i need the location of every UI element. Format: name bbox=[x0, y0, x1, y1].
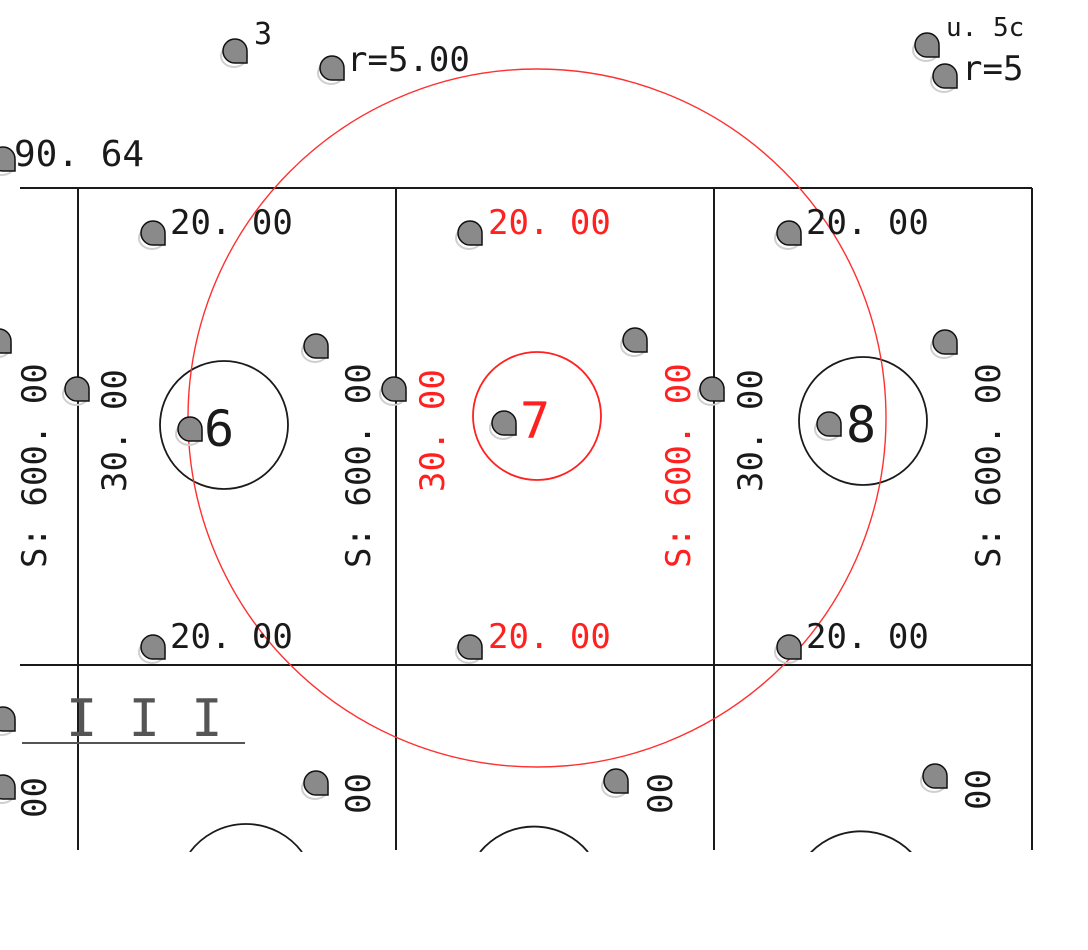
lower-dim-1: 00 bbox=[339, 773, 379, 814]
grid-lines bbox=[20, 187, 1033, 850]
grip-handle-icon[interactable] bbox=[489, 410, 517, 440]
cell-6-top-dim: 20. 00 bbox=[170, 203, 293, 243]
grip-handle-icon[interactable] bbox=[0, 146, 16, 176]
grip-handle-icon[interactable] bbox=[930, 329, 958, 359]
lower-dim-2: 00 bbox=[641, 773, 681, 814]
lower-circle-1 bbox=[189, 823, 303, 853]
cell-7-top-dim: 20. 00 bbox=[488, 203, 611, 243]
top-partial-label-right: u. 5c bbox=[946, 13, 1024, 43]
grip-handle-icon[interactable] bbox=[62, 376, 90, 406]
cell-6-area-dim: S: 600. 00 bbox=[339, 363, 379, 568]
left-edge-area-dim: S: 600. 00 bbox=[15, 363, 55, 568]
cell-8-bottom-dim: 20. 00 bbox=[806, 617, 929, 657]
right-blank-area bbox=[1034, 0, 1088, 852]
grip-handle-icon[interactable] bbox=[138, 634, 166, 664]
grip-handle-icon[interactable] bbox=[814, 411, 842, 441]
cell-6-width-dim: 30. 00 bbox=[95, 369, 135, 492]
cell-7-bottom-dim: 20. 00 bbox=[488, 617, 611, 657]
grip-handle-icon[interactable] bbox=[455, 634, 483, 664]
grip-handle-icon[interactable] bbox=[175, 416, 203, 446]
grip-handle-icon[interactable] bbox=[301, 333, 329, 363]
top-radius-label: r=5.00 bbox=[347, 40, 470, 80]
cell-8-area-dim: S: 600. 00 bbox=[969, 363, 1009, 568]
section-label: I I I bbox=[66, 689, 223, 749]
grip-handle-icon[interactable] bbox=[0, 706, 16, 736]
cell-6-bottom-dim: 20. 00 bbox=[170, 617, 293, 657]
grip-handle-icon[interactable] bbox=[920, 763, 948, 793]
grip-handle-icon[interactable] bbox=[774, 634, 802, 664]
cell-6-number: 6 bbox=[204, 400, 234, 458]
grip-handle-icon[interactable] bbox=[317, 55, 345, 85]
grip-handles[interactable] bbox=[0, 32, 958, 804]
cell-6-circle[interactable] bbox=[159, 360, 289, 490]
cell-8-circle[interactable] bbox=[798, 356, 928, 486]
left-value-label: 90. 64 bbox=[14, 134, 144, 175]
grip-handle-icon[interactable] bbox=[774, 220, 802, 250]
cell-8-number: 8 bbox=[846, 396, 876, 454]
top-partial-label-left: 3 bbox=[254, 17, 272, 52]
cell-7-number: 7 bbox=[520, 392, 550, 450]
grip-handle-icon[interactable] bbox=[697, 376, 725, 406]
cell-7-width-dim: 30. 00 bbox=[413, 369, 453, 492]
lower-blank-area bbox=[0, 852, 1088, 950]
cell-8-width-dim: 30. 00 bbox=[731, 369, 771, 492]
cell-8-top-dim: 20. 00 bbox=[806, 203, 929, 243]
lower-dim-3: 00 bbox=[959, 769, 999, 810]
grip-handle-icon[interactable] bbox=[912, 32, 940, 62]
grip-handle-icon[interactable] bbox=[0, 328, 12, 358]
lower-circle-3 bbox=[805, 830, 917, 859]
cell-7-area-dim: S: 600. 00 bbox=[659, 363, 699, 568]
cell-7-circle[interactable] bbox=[472, 351, 602, 481]
grip-handle-icon[interactable] bbox=[138, 220, 166, 250]
lower-circle-2 bbox=[479, 825, 589, 853]
top-radius-label-right: r=5 bbox=[962, 49, 1023, 89]
grip-handle-icon[interactable] bbox=[601, 768, 629, 798]
grip-handle-icon[interactable] bbox=[455, 220, 483, 250]
grip-handle-icon[interactable] bbox=[620, 327, 648, 357]
grip-handle-icon[interactable] bbox=[0, 774, 16, 804]
grip-handle-icon[interactable] bbox=[930, 63, 958, 93]
grip-handle-icon[interactable] bbox=[220, 38, 248, 68]
left-edge-lower-dim: 00 bbox=[15, 777, 55, 818]
grip-handle-icon[interactable] bbox=[301, 770, 329, 800]
grip-handle-icon[interactable] bbox=[379, 376, 407, 406]
